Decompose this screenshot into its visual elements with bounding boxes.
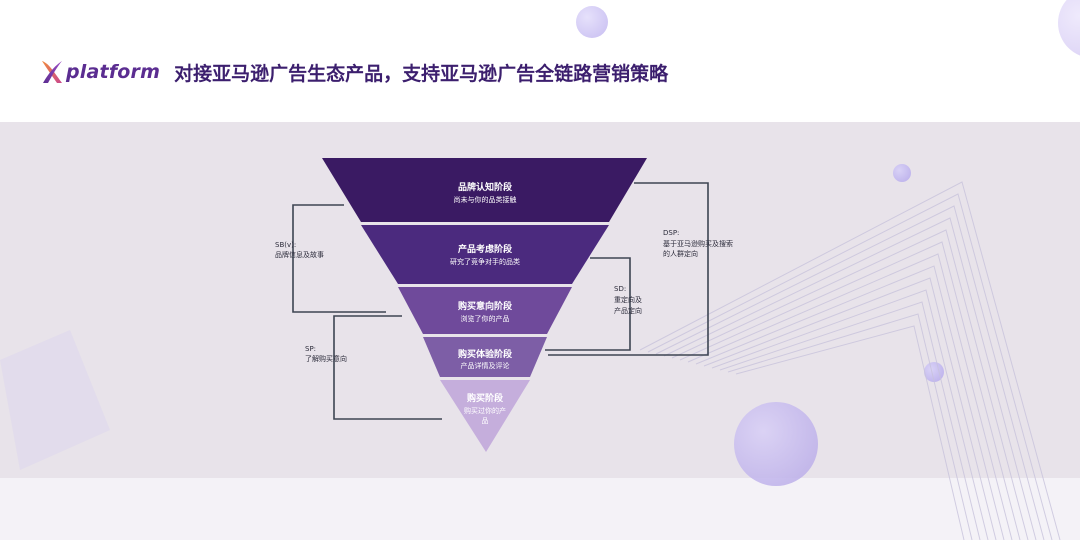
logo-text: platform [66,61,161,83]
bottom-band [0,478,1080,540]
dsp-bracket [548,182,709,356]
decorative-circle [734,402,818,486]
funnel-stage-consideration [361,225,609,284]
dsp-desc: 基于亚马逊购买及搜索 [663,239,733,248]
stage-subtitle: 研究了竞争对手的品类 [450,257,520,266]
ad-product-brackets [292,182,709,420]
decorative-circle [924,362,944,382]
platform-logo: platform [40,59,160,85]
sbv-desc: 品牌信息及故事 [275,250,324,259]
decorative-circle [893,164,911,182]
x-logo-icon [42,61,62,83]
stage-title: 品牌认知阶段 [458,181,513,193]
page-title: 对接亚马逊广告生态产品，支持亚马逊广告全链路营销策略 [174,62,669,85]
dsp-desc: 的人群定向 [663,249,698,258]
sd-label: SD: [614,285,626,293]
stage-subtitle: 品 [482,417,489,425]
stage-subtitle: 产品详情及评论 [461,361,510,370]
stage-title: 购买体验阶段 [458,348,513,360]
header: platform 对接亚马逊广告生态产品，支持亚马逊广告全链路营销策略 [40,52,668,92]
sd-desc: 重定向及 [614,295,642,304]
sp-desc: 了解购买意向 [305,354,347,363]
decorative-arrow-shape [0,330,110,470]
stage-subtitle: 购买过你的产 [464,406,506,415]
sd-desc: 产品定向 [614,306,642,315]
decorative-circle [576,6,608,38]
funnel-stage-purchase [440,380,530,452]
stage-subtitle: 浏览了你的产品 [461,314,510,323]
stage-title: 购买意向阶段 [458,300,513,312]
stage-title: 购买阶段 [467,392,504,404]
funnel-stage-experience [423,337,547,377]
sp-bracket [333,315,442,420]
sp-label: SP: [305,345,316,353]
sbv-bracket [292,204,386,313]
funnel-stage-intent [398,287,572,334]
dsp-label: DSP: [663,229,679,237]
stage-subtitle: 尚未与你的品类接触 [454,195,517,204]
decorative-line-triangle [639,181,1061,540]
sd-bracket [545,257,631,351]
sbv-label: SB(v): [275,241,296,249]
funnel [322,158,647,452]
stage-title: 产品考虑阶段 [458,243,513,255]
funnel-stage-awareness [322,158,647,222]
